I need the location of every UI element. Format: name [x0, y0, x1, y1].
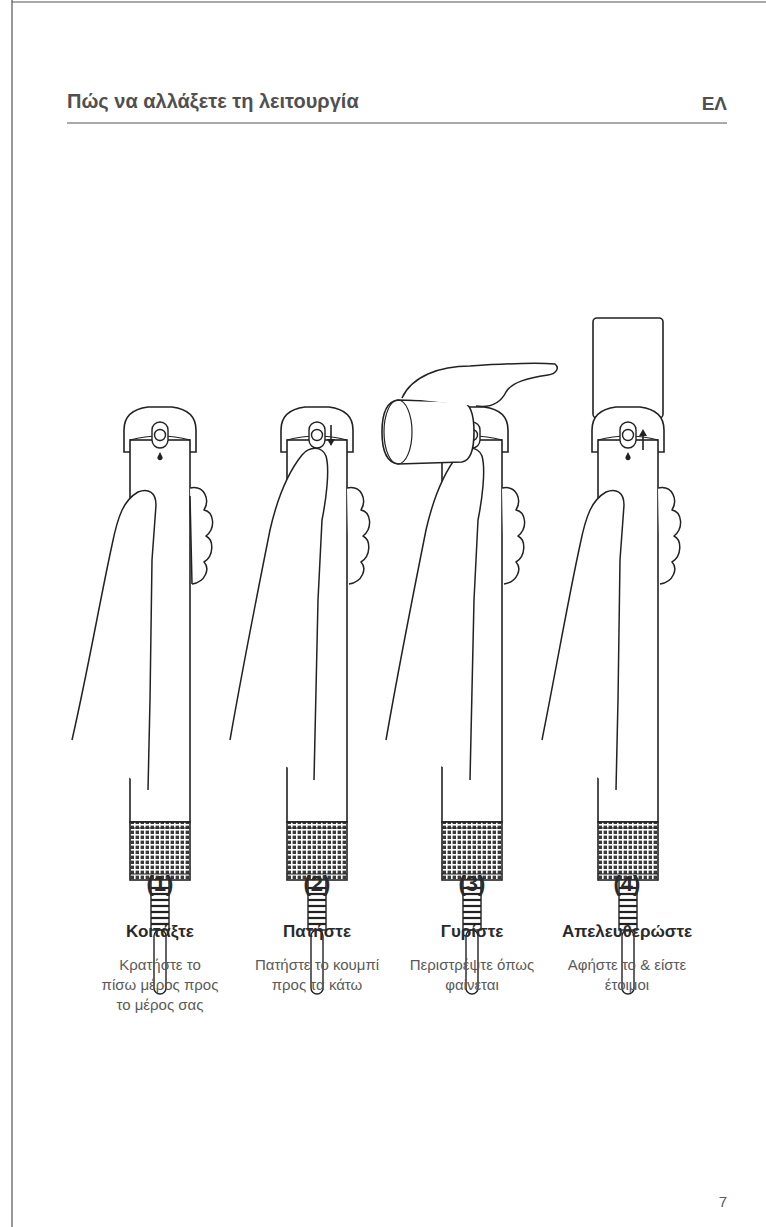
step-number: (2) — [257, 870, 377, 898]
rotating-attachment — [382, 363, 557, 464]
hands — [72, 448, 681, 790]
page-number: 7 — [687, 1192, 727, 1212]
top-hand — [402, 363, 557, 406]
step-title: Κοιτάξτε — [84, 921, 236, 943]
margin-line — [11, 0, 12, 1227]
step-number: (4) — [567, 870, 687, 898]
arrows — [327, 425, 647, 450]
step-description: Κρατήστε το πίσω μέρος προς το μέρος σας — [100, 955, 220, 1015]
step-number: (3) — [412, 870, 532, 898]
step-description: Αφήστε το & είστε έτοιμοι — [562, 955, 692, 995]
title-rule — [67, 122, 727, 123]
language-code: ΕΛ — [627, 92, 727, 116]
step-title: Πατήστε — [241, 921, 393, 943]
top-rule — [12, 1, 766, 2]
step-title: Γυρίστε — [396, 921, 548, 943]
page-title: Πώς να αλλάξετε τη λειτουργία — [67, 90, 359, 113]
step-description: Πατήστε το κουμπί προς τα κάτω — [252, 955, 382, 995]
attachment — [593, 318, 663, 418]
step-description: Περιστρέψτε όπως φαίνεται — [407, 955, 537, 995]
step-title: Απελευθερώστε — [551, 921, 703, 943]
step-number: (1) — [100, 870, 220, 898]
